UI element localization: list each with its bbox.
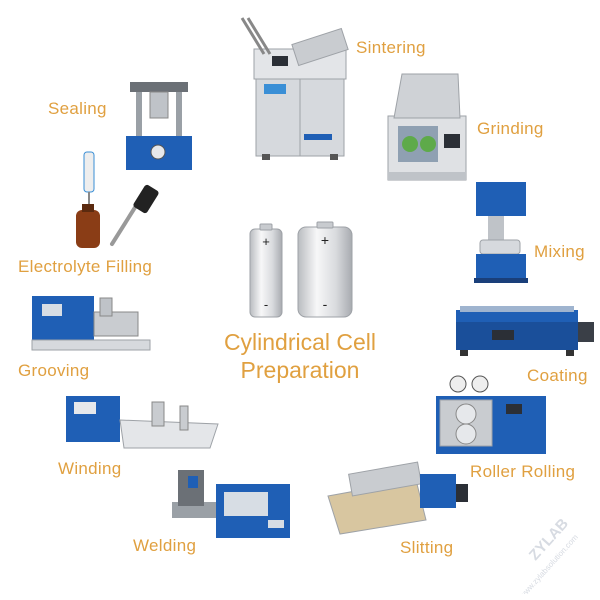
zylab-watermark: ZYLAB www.zylabsolution.com (517, 515, 580, 594)
label-grooving: Grooving (18, 361, 90, 380)
label-sealing: Sealing (48, 99, 107, 118)
winding-machine-image (66, 396, 219, 449)
mixing-machine-image (474, 182, 528, 283)
center-title-line1: Cylindrical Cell (223, 329, 377, 355)
label-mixing: Mixing (534, 242, 585, 261)
cylindrical-batteries-image: + - + - (249, 221, 353, 318)
center-title-line2: Preparation (240, 357, 360, 383)
sintering-furnace-image (240, 17, 349, 160)
center-title: Cylindrical Cell Preparation (195, 328, 405, 384)
label-winding: Winding (58, 459, 122, 478)
grinding-mill-image (387, 73, 467, 181)
large-battery: + - (297, 221, 353, 318)
label-slitting: Slitting (400, 538, 454, 557)
large-battery-plus: + (321, 232, 329, 248)
label-electrolyte-filling: Electrolyte Filling (18, 257, 153, 276)
small-battery-minus: - (264, 297, 268, 312)
label-welding: Welding (133, 536, 197, 555)
small-battery-plus: + (262, 234, 270, 249)
slitting-machine-image (327, 461, 468, 535)
roller-rolling-machine-image (436, 375, 546, 454)
small-battery: + - (249, 223, 283, 318)
coating-machine-image (456, 306, 594, 356)
label-sintering: Sintering (356, 38, 426, 57)
label-grinding: Grinding (477, 119, 544, 138)
grooving-machine-image (31, 296, 151, 351)
watermark-brand-text: ZYLAB (526, 515, 572, 564)
large-battery-minus: - (323, 296, 328, 312)
label-roller-rolling: Roller Rolling (470, 462, 576, 481)
sealing-machine-image (126, 82, 192, 170)
electrolyte-filling-image (76, 151, 159, 248)
label-coating: Coating (527, 366, 588, 385)
welding-machine-image (172, 470, 290, 538)
